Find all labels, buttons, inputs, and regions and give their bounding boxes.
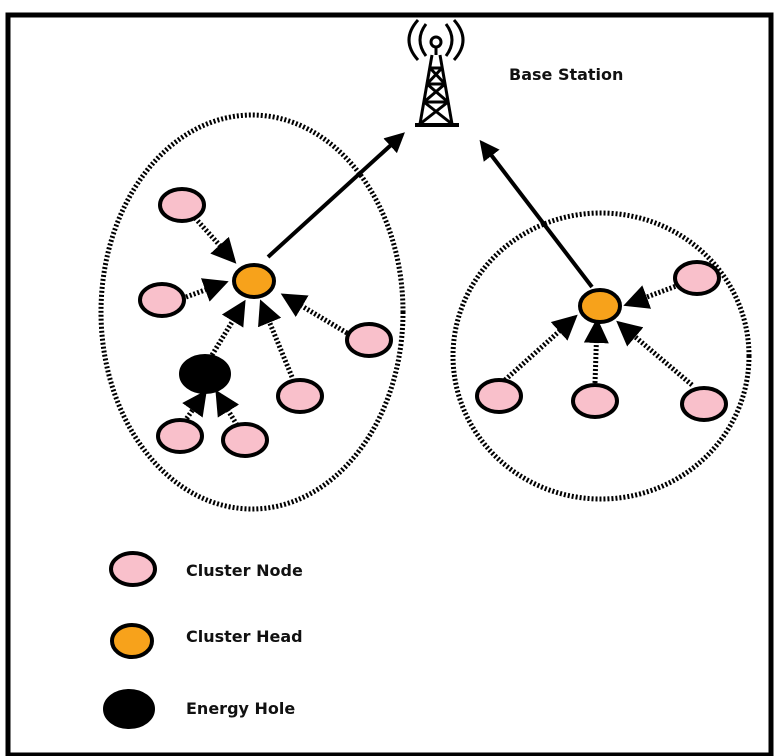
cluster-node [345, 322, 393, 358]
base-station-label: Base Station [509, 65, 623, 84]
cluster-node [138, 282, 186, 318]
arrow-node-to-head [209, 299, 246, 357]
cluster-head [578, 288, 622, 324]
cluster-node [680, 386, 728, 422]
arrow-node-to-head [258, 299, 295, 378]
legend-label-cluster-node: Cluster Node [186, 561, 303, 580]
arrow-head-to-base-left [266, 132, 405, 259]
cluster-node [475, 378, 523, 414]
legend-label-energy-hole: Energy Hole [186, 699, 295, 718]
arrow-node-to-head [503, 314, 578, 382]
arrow-node-to-head [185, 278, 229, 302]
cluster-node [156, 418, 204, 454]
cluster-boundary-right [450, 210, 752, 502]
arrow-node-to-head [280, 293, 349, 336]
radio-tower-icon [407, 18, 465, 127]
arrow-node-to-head [623, 282, 680, 309]
legend-label-cluster-head: Cluster Head [186, 627, 303, 646]
cluster-node [158, 187, 206, 223]
energy-hole [179, 354, 231, 394]
arrow-head-to-base-right [479, 139, 594, 289]
cluster-node [221, 422, 269, 458]
cluster-node [673, 260, 721, 296]
legend-swatch-energy-hole [103, 689, 155, 729]
cluster-boundary-left [98, 112, 406, 512]
legend-swatch-cluster-head [110, 623, 154, 659]
arrow-node-to-head [193, 216, 237, 264]
cluster-head [232, 263, 276, 299]
cluster-node [276, 378, 324, 414]
cluster-node [571, 383, 619, 419]
legend: Cluster Node Cluster Head Energy Hole [103, 551, 303, 729]
legend-swatch-cluster-node [109, 551, 157, 587]
